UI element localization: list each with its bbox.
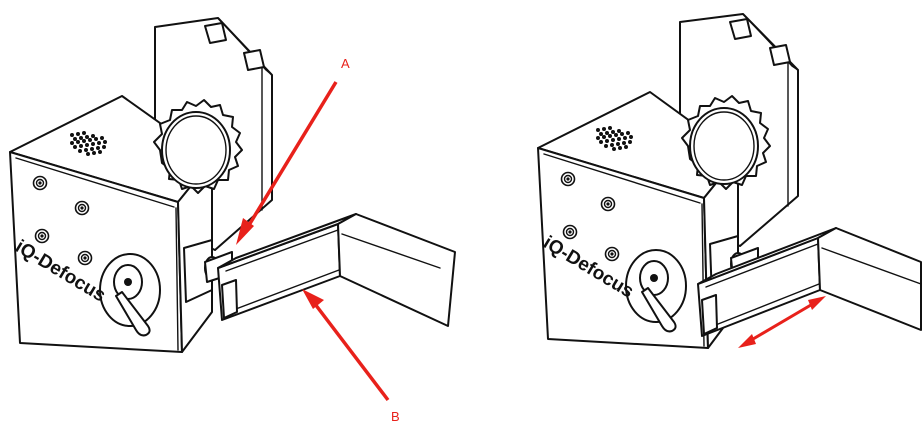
knurled-knob-icon <box>681 95 771 190</box>
right-panel: iQ-Defocus <box>537 13 922 349</box>
callout-a-label: A <box>341 56 350 71</box>
callout-b-label: B <box>391 409 400 424</box>
double-arrow-icon <box>738 296 826 348</box>
slider-rail <box>204 213 456 327</box>
callout-a-arrow <box>236 81 338 245</box>
slider-rail <box>697 227 922 337</box>
left-panel: iQ-Defocus A B <box>9 17 456 424</box>
knurled-knob-icon <box>153 99 243 194</box>
logo-dial-icon <box>99 253 161 337</box>
callout-b-arrow <box>302 289 390 402</box>
logo-dial-icon <box>625 249 687 333</box>
